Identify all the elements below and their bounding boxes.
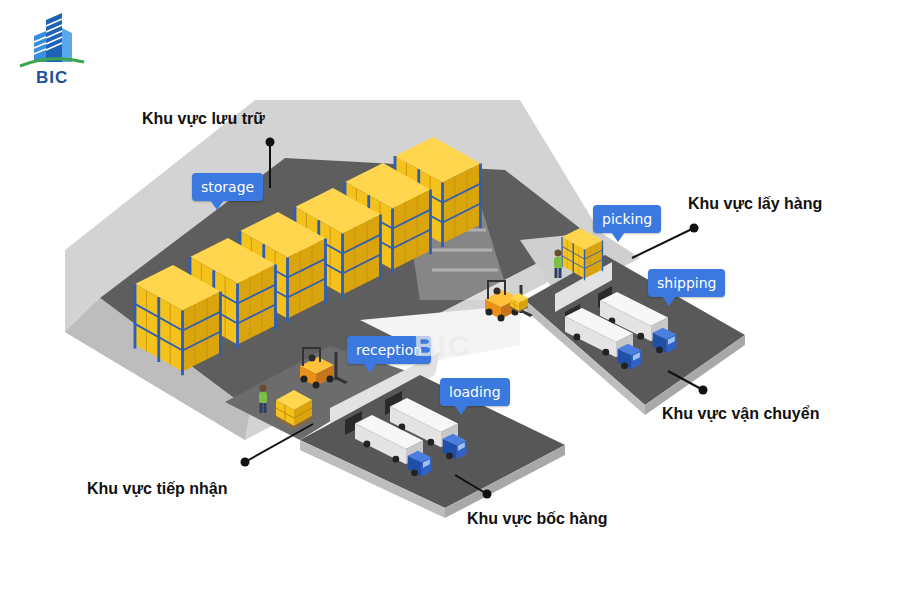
pallet-boxes [276,390,312,429]
callout-tag: picking [593,205,661,233]
picking-rack [562,228,603,280]
loading-floor [300,375,565,508]
tag-text: picking [602,211,652,227]
rack [135,265,221,375]
tag-text: loading [449,384,501,400]
floor-edge [300,440,445,518]
leader-dot [699,386,708,395]
zone-label: Khu vực lấy hàng [688,195,822,213]
warehouse-wall [65,100,600,440]
zone-label: Khu vực bốc hàng [467,510,607,528]
leader-dot [483,490,492,499]
zone-label: Khu vực tiếp nhận [87,480,227,498]
forklift [485,281,533,322]
leader-line [269,142,271,188]
tag-text: reception [356,342,422,358]
floor-edge [445,445,565,518]
logo-stripes [34,19,62,54]
logo-swoosh [20,59,84,66]
truck [355,415,432,476]
tag-text: storage [201,179,254,195]
leader-line [455,475,487,494]
pallet-boxes [510,293,528,313]
callout-tag: storage [192,173,263,201]
forklift [300,348,348,389]
leader-dot [266,138,275,147]
tag-text: shipping [657,275,716,291]
zone-label: Khu vực lưu trữ [142,110,265,128]
zone-label: Khu vực vận chuyển [662,405,819,423]
logo-building [62,28,72,62]
callout-tag: shipping [648,269,725,297]
leader-dot [241,458,250,467]
logo-text: BIC [36,68,68,88]
watermark: BIC [414,329,472,363]
leader-line [245,424,313,462]
leader-line [668,371,703,390]
worker [554,250,562,279]
callout-tag: loading [440,378,510,406]
leader-dots [241,138,708,499]
leader-dot [690,224,699,233]
leader-lines [245,142,703,494]
worker [259,385,267,414]
truck [565,308,642,369]
